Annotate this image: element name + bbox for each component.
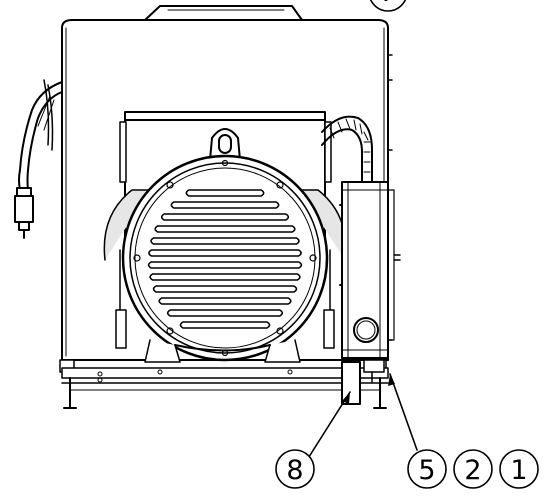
leader-lines [306,373,418,461]
electrical-box [339,181,401,359]
louver-slat [170,201,280,209]
callout-8-label: 8 [286,455,303,486]
louver-slat [158,297,292,305]
callout-7: 7 [369,0,407,12]
louver-slat [152,285,298,293]
louver-slat [150,237,300,245]
conduit-hose [321,115,373,186]
louver-slat [154,225,296,233]
base-skid [59,339,389,409]
top-lid [144,5,303,21]
callout-2-label: 2 [464,455,481,486]
plug-connector [14,187,34,239]
louver-slat [149,273,301,281]
louver-slat [185,189,265,197]
louver-slat [160,213,290,221]
callout-8: 8 [275,449,315,489]
callout-7-label: 7 [379,0,396,8]
louver-slat [148,249,302,257]
louver-slat [147,261,303,269]
fan-guard [121,154,329,362]
left-hose [18,79,63,191]
callout-5-label: 5 [418,455,435,486]
louver-slat [166,309,284,317]
callout-2: 2 [453,449,493,489]
mount-bracket [341,359,385,405]
callout-1: 1 [499,449,539,489]
callout-5: 5 [407,449,447,489]
arrowheads [342,374,395,404]
louver-slat [179,321,271,329]
fan-louvers [147,189,303,329]
callout-1-label: 1 [510,455,527,486]
lifting-eye [209,128,241,161]
